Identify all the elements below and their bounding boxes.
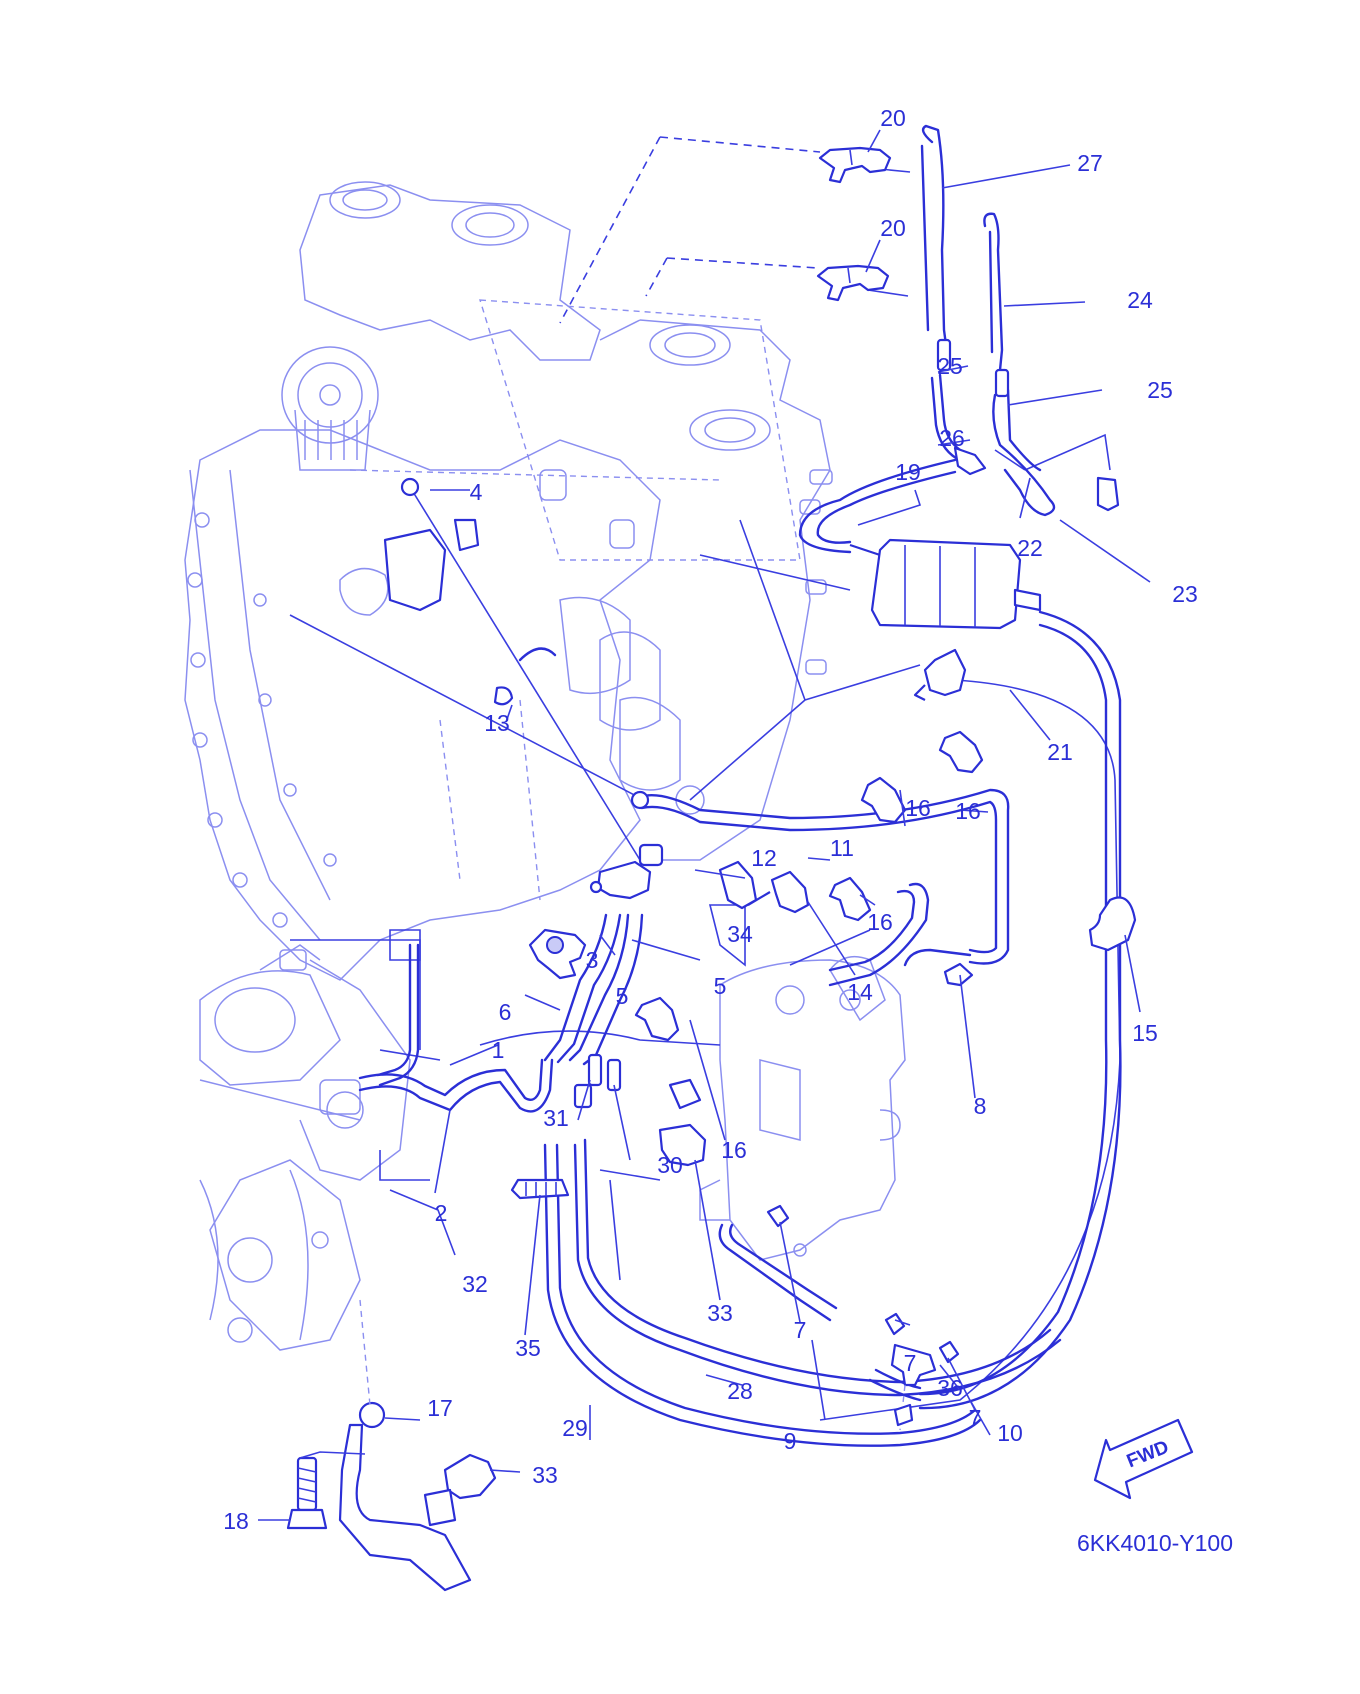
callout-24: 24 — [1127, 287, 1153, 313]
callout-34: 34 — [727, 921, 753, 947]
callout-7-a: 7 — [794, 1317, 807, 1343]
callout-7-b: 7 — [904, 1350, 917, 1376]
bolt-23 — [1096, 476, 1120, 512]
callout-17: 17 — [427, 1395, 453, 1421]
callout-5-left: 5 — [616, 983, 629, 1009]
callout-23: 23 — [1172, 581, 1198, 607]
callout-10: 10 — [997, 1420, 1023, 1446]
lower-engine-illustration — [199, 944, 411, 1351]
bolt-18 — [286, 1456, 328, 1530]
charcoal-canister — [849, 538, 1042, 630]
hoses — [358, 124, 1122, 1447]
hose-1 — [378, 943, 420, 1087]
hose-11 — [638, 788, 1010, 965]
callout-5-right: 5 — [714, 973, 727, 999]
clip-33-bottom — [423, 1453, 497, 1527]
vapor-separator-illustration — [699, 955, 906, 1261]
valve-21 — [923, 648, 967, 697]
clamp-20-bottom — [816, 264, 890, 302]
diagram-code: 6KK4010-Y100 — [1077, 1530, 1233, 1556]
clip-13 — [493, 686, 514, 706]
callout-36: 36 — [937, 1375, 963, 1401]
hose-15 — [918, 610, 1122, 1410]
callout-4: 4 — [470, 479, 483, 505]
hose-28 — [573, 1143, 1062, 1397]
hose-29 — [543, 1143, 982, 1447]
callout-19: 19 — [895, 459, 921, 485]
callout-3: 3 — [586, 947, 599, 973]
callout-28: 28 — [727, 1378, 753, 1404]
callout-20-bottom: 20 — [880, 215, 906, 241]
bracket-17 — [338, 1299, 472, 1592]
clamp-16-d — [634, 996, 680, 1042]
clamp-16-b — [938, 730, 984, 774]
fitting-30 — [606, 1058, 622, 1092]
clamp-16-a — [860, 776, 907, 824]
callout-9: 9 — [784, 1428, 797, 1454]
hose-19 — [798, 458, 957, 554]
fitting-8 — [943, 962, 974, 987]
hose-5-left — [543, 913, 608, 1062]
callout-22: 22 — [1017, 535, 1043, 561]
callout-16-a: 16 — [905, 795, 931, 821]
callout-33-mid: 33 — [707, 1300, 733, 1326]
callout-16-d: 16 — [721, 1137, 747, 1163]
clamp-20-top — [818, 146, 892, 184]
leader-lines — [289, 136, 1121, 1421]
callout-12: 12 — [751, 845, 777, 871]
callout-1: 1 — [492, 1037, 505, 1063]
nut-4 — [400, 477, 420, 497]
hose-9 — [718, 1223, 832, 1322]
joint-3 — [596, 860, 652, 900]
fwd-direction-arrow: FWD — [1093, 1418, 1194, 1500]
clip-7-c — [938, 1340, 960, 1364]
clip-14 — [770, 870, 810, 914]
callout-15: 15 — [1132, 1020, 1158, 1046]
fitting-25-right — [994, 368, 1010, 398]
tee-36 — [890, 1343, 937, 1387]
callout-7-c: 7 — [969, 1405, 982, 1431]
hose-5-right — [568, 913, 630, 1062]
callout-labels: 20 27 20 24 25 25 26 19 4 22 23 21 13 16… — [223, 105, 1198, 1534]
callout-21: 21 — [1047, 739, 1073, 765]
callout-16-b: 16 — [955, 798, 981, 824]
callout-32: 32 — [462, 1271, 488, 1297]
callout-29: 29 — [562, 1415, 588, 1441]
clamp-6 — [528, 928, 587, 980]
clip-7-b — [884, 1312, 906, 1336]
fitting-31 — [587, 1053, 603, 1087]
callout-26: 26 — [939, 425, 965, 451]
callout-33-bottom: 33 — [532, 1462, 558, 1488]
callout-20-top: 20 — [880, 105, 906, 131]
clamp-15 — [1088, 896, 1137, 952]
hose-10 — [868, 1378, 922, 1402]
callout-16-c: 16 — [867, 909, 893, 935]
callout-30: 30 — [657, 1152, 683, 1178]
callout-31: 31 — [543, 1105, 569, 1131]
callout-35: 35 — [515, 1335, 541, 1361]
hose-2 — [358, 1058, 554, 1113]
components — [286, 146, 1137, 1592]
hose-24 — [983, 212, 1004, 372]
callout-2: 2 — [435, 1200, 448, 1226]
clip-7-a — [766, 1204, 790, 1228]
callout-25-right: 25 — [1147, 377, 1173, 403]
callout-11: 11 — [830, 835, 854, 861]
clip-12 — [630, 790, 650, 810]
callout-14: 14 — [847, 979, 873, 1005]
hose-27 — [921, 124, 948, 347]
clamp-16-c — [828, 876, 872, 922]
callout-6: 6 — [499, 999, 512, 1025]
joint-22 — [953, 446, 987, 476]
callout-13: 13 — [484, 710, 510, 736]
callout-8: 8 — [974, 1093, 987, 1119]
callout-leaders — [258, 129, 1151, 1521]
callout-25-left: 25 — [937, 353, 963, 379]
engine-block-illustration — [184, 181, 833, 981]
callout-18: 18 — [223, 1508, 249, 1534]
callout-27: 27 — [1077, 150, 1103, 176]
